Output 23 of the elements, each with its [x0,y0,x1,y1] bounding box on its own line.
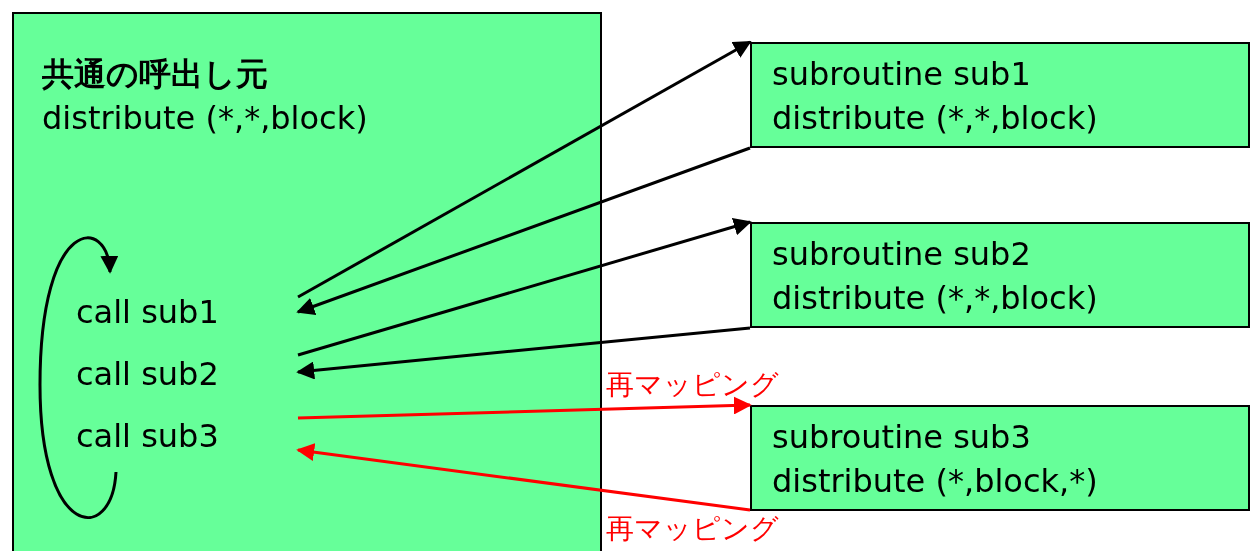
call-statement: call sub3 [76,414,298,458]
call-statement: call sub2 [76,352,298,396]
arrow [297,396,752,420]
code-text: distribute (*,*,block) [772,98,1098,139]
code-text: distribute (*,block,*) [772,461,1098,502]
arrow [296,326,751,380]
subroutine-box [750,42,1250,148]
arrow [297,217,752,357]
arrow [297,40,752,299]
edge-label: 再マッピング [606,368,779,402]
code-text: subroutine sub3 [772,417,1031,458]
subroutine-box [750,405,1250,511]
arrow [296,443,751,512]
edge-label: 再マッピング [606,512,779,546]
box-heading: 共通の呼出し元 [42,54,268,95]
code-text: subroutine sub2 [772,234,1031,275]
code-text: subroutine sub1 [772,54,1031,95]
caller-box [12,12,602,551]
code-text: distribute (*,*,block) [42,98,368,139]
code-text: distribute (*,*,block) [772,278,1098,319]
arrow [296,146,751,315]
subroutine-box [750,222,1250,328]
call-statement: call sub1 [76,290,298,334]
